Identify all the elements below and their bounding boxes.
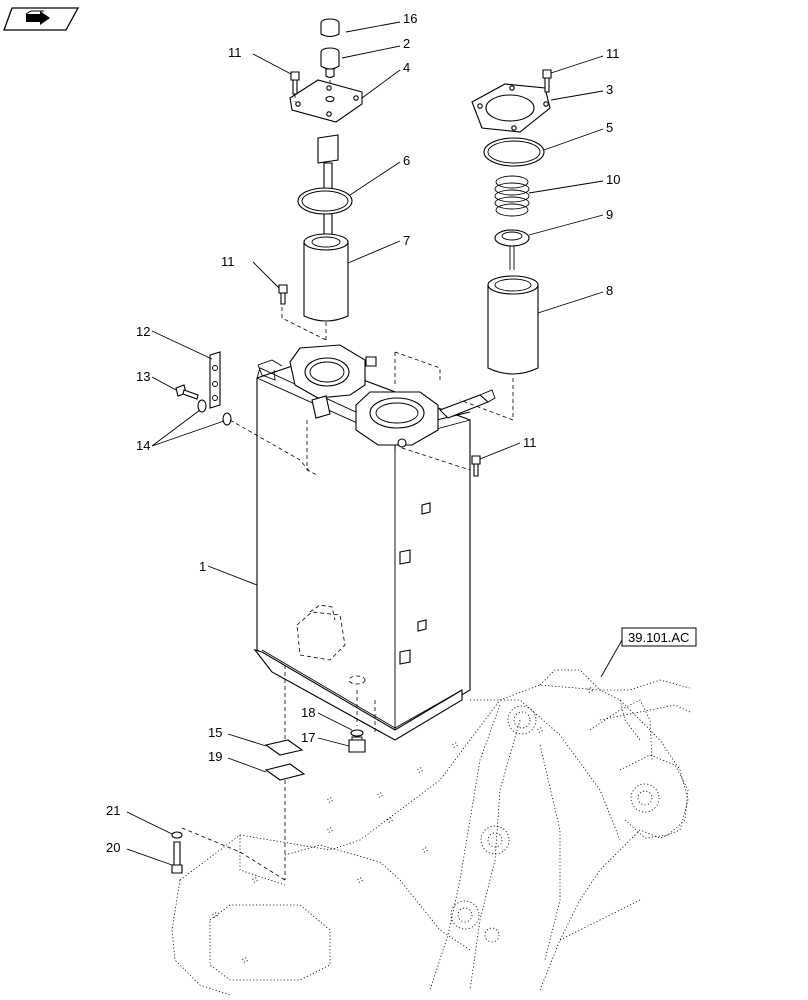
- callout-6: 6: [403, 153, 410, 168]
- shim-15: [264, 739, 304, 756]
- callout-15: 15: [208, 725, 222, 740]
- callout-3: 3: [606, 82, 613, 97]
- bracket-12: [209, 351, 221, 409]
- callout-17: 17: [301, 730, 315, 745]
- callout-2: 2: [403, 36, 410, 51]
- shim-19: [264, 763, 306, 781]
- washer-21: [171, 831, 183, 839]
- navigation-arrow-icon[interactable]: [3, 7, 80, 31]
- hydraulic-tank: [253, 344, 496, 741]
- callout-10: 10: [606, 172, 620, 187]
- callout-8: 8: [606, 283, 613, 298]
- callout-9: 9: [606, 207, 613, 222]
- stem-6: [297, 134, 353, 241]
- cap-16: [320, 18, 340, 38]
- bolt-13: [175, 384, 199, 400]
- callout-labels: 16 2 4 11 11 3 5 10 9 8 6 7 11 12 13 14 …: [106, 11, 620, 855]
- reference-link[interactable]: 39.101.AC: [621, 627, 697, 647]
- o-ring-5: [483, 137, 545, 167]
- filter-7: [303, 233, 349, 322]
- callout-14: 14: [136, 438, 150, 453]
- callout-18: 18: [301, 705, 315, 720]
- leader-lines: [126, 21, 623, 866]
- machine-frame: [171, 669, 691, 996]
- callout-12: 12: [136, 324, 150, 339]
- filter-8: [487, 275, 539, 375]
- bolt-11-a: [290, 71, 300, 95]
- bolt-11-c: [542, 69, 552, 93]
- callout-21: 21: [106, 803, 120, 818]
- callout-16: 16: [403, 11, 417, 26]
- callout-13: 13: [136, 369, 150, 384]
- bolt-20: [171, 841, 183, 874]
- washer-14-b: [222, 412, 232, 426]
- bolt-11-d: [471, 455, 481, 477]
- callout-1: 1: [199, 559, 206, 574]
- callout-11-d: 11: [523, 435, 537, 450]
- gauge-2: [320, 47, 340, 79]
- callout-20: 20: [106, 840, 120, 855]
- callout-11-b: 11: [221, 254, 235, 269]
- cover-plate-4: [289, 79, 363, 123]
- washer-14-a: [197, 399, 207, 413]
- valve-9: [494, 229, 530, 270]
- cover-3: [471, 83, 551, 133]
- drain-plug-17: [348, 729, 366, 753]
- spring-10: [494, 175, 530, 217]
- callout-11-c: 11: [606, 46, 620, 61]
- callout-4: 4: [403, 60, 410, 75]
- callout-7: 7: [403, 233, 410, 248]
- bolt-11-b: [278, 284, 288, 305]
- reference-label[interactable]: 39.101.AC: [628, 630, 689, 645]
- callout-5: 5: [606, 120, 613, 135]
- callout-19: 19: [208, 749, 222, 764]
- callout-11-a: 11: [228, 45, 242, 60]
